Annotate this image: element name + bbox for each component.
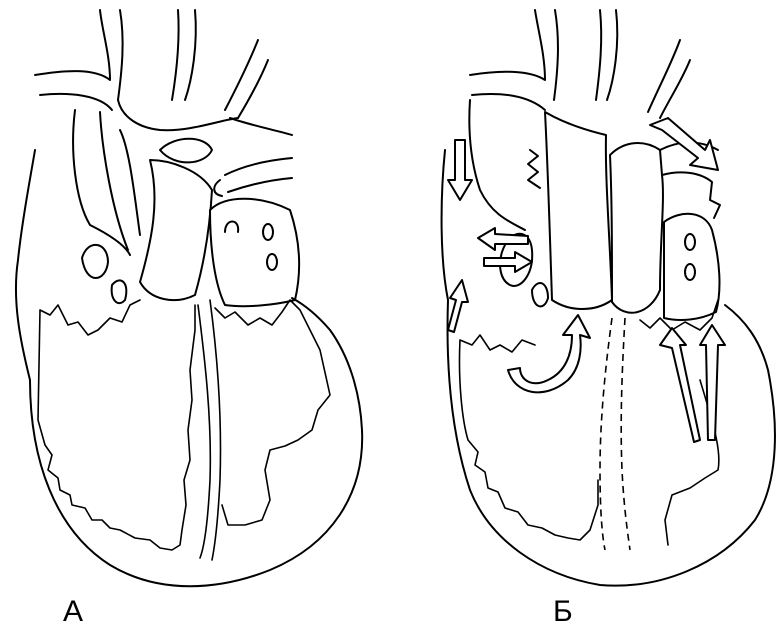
panel-a-left-ventricle: [215, 300, 330, 525]
panel-b-mitral-arrow: [660, 328, 700, 442]
panel-a-aorta-tube: [140, 160, 212, 300]
panel-b-label: Б: [553, 595, 573, 629]
panel-a-pulmonary-branch: [214, 158, 292, 196]
panel-a-pulmonary-vein-2: [267, 254, 277, 270]
panel-a-valve-flap: [112, 280, 127, 303]
panel-a-septum: [198, 300, 221, 560]
panel-b-brachiocephalic-trunk: [470, 10, 558, 110]
panel-b-valve-flap: [532, 283, 548, 306]
panel-b-ductus-stub: [528, 150, 540, 188]
panel-a-brachiocephalic-trunk: [35, 10, 123, 110]
panel-a-left-carotid: [172, 10, 196, 100]
panel-b-defect-heart: [442, 10, 775, 586]
panel-b-left-carotid: [596, 10, 617, 100]
panel-a-pulmonary-ring: [160, 139, 212, 163]
panel-b-aorta-tube: [545, 112, 612, 309]
panel-b-arrow-up: [448, 280, 468, 332]
panel-a-normal-heart: [16, 10, 362, 586]
panel-b-arrow-down: [448, 140, 472, 200]
panel-b-svc-outline: [469, 100, 525, 230]
panel-a-pulmonary-trunk: [210, 199, 299, 306]
panel-b-left-subclavian: [648, 40, 690, 118]
panel-b-pulmonary-trunk: [610, 143, 663, 313]
panel-a-left-subclavian: [225, 40, 292, 135]
panel-b-curved-arrow: [508, 315, 590, 392]
panel-b-pulmonary-vein-1: [685, 234, 695, 250]
panel-a-svc-outline: [18, 110, 130, 260]
panel-b-septum-dashed: [600, 318, 630, 550]
panel-a-pulmonary-vein-1: [263, 224, 273, 240]
panel-a-coronary-sinus: [82, 245, 108, 278]
panel-b-outflow-arrow: [700, 325, 725, 440]
panel-b-pulmonary-vein-2: [685, 264, 695, 280]
panel-a-label: А: [63, 595, 83, 629]
